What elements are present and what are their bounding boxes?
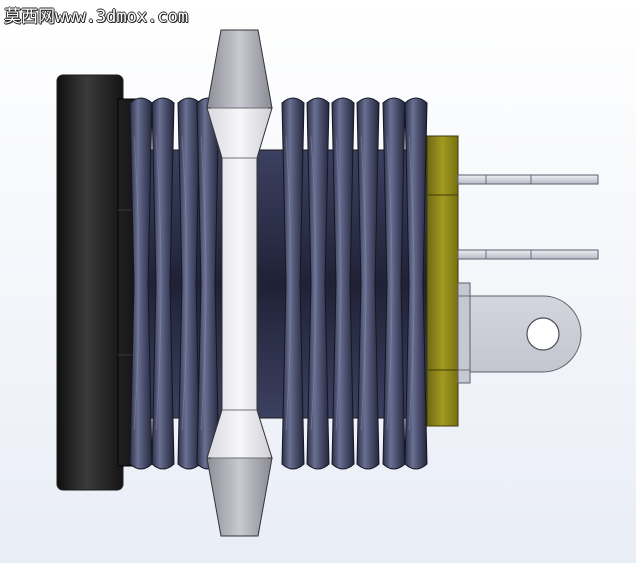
watermark-text: 莫西网www.3dmox.com: [4, 7, 189, 27]
thread-ridge: [151, 97, 175, 470]
thread-ridge: [306, 97, 330, 470]
thread-highlight: [133, 136, 140, 431]
thread-ridge: [404, 97, 428, 470]
solder-pin-top: [457, 174, 599, 185]
thread-highlight: [155, 136, 162, 431]
thread-ridge: [281, 97, 305, 470]
solder-pin-middle: [457, 249, 599, 260]
front-flange: [56, 74, 124, 491]
hex-nut: [206, 29, 273, 537]
lug-hole-icon: [526, 317, 560, 351]
thread-highlight: [285, 136, 292, 431]
thread-ridge: [356, 97, 380, 470]
thread-highlight: [408, 136, 415, 431]
thread-highlight: [181, 136, 188, 431]
thread-ridge: [331, 97, 355, 470]
thread-highlight: [386, 136, 393, 431]
thread-highlight: [360, 136, 367, 431]
insulator-body: [426, 135, 459, 427]
thread-highlight: [310, 136, 317, 431]
thread-highlight: [200, 136, 207, 431]
threaded-barrel: [129, 97, 429, 470]
thread-highlight: [335, 136, 342, 431]
ground-lug: [457, 282, 582, 384]
